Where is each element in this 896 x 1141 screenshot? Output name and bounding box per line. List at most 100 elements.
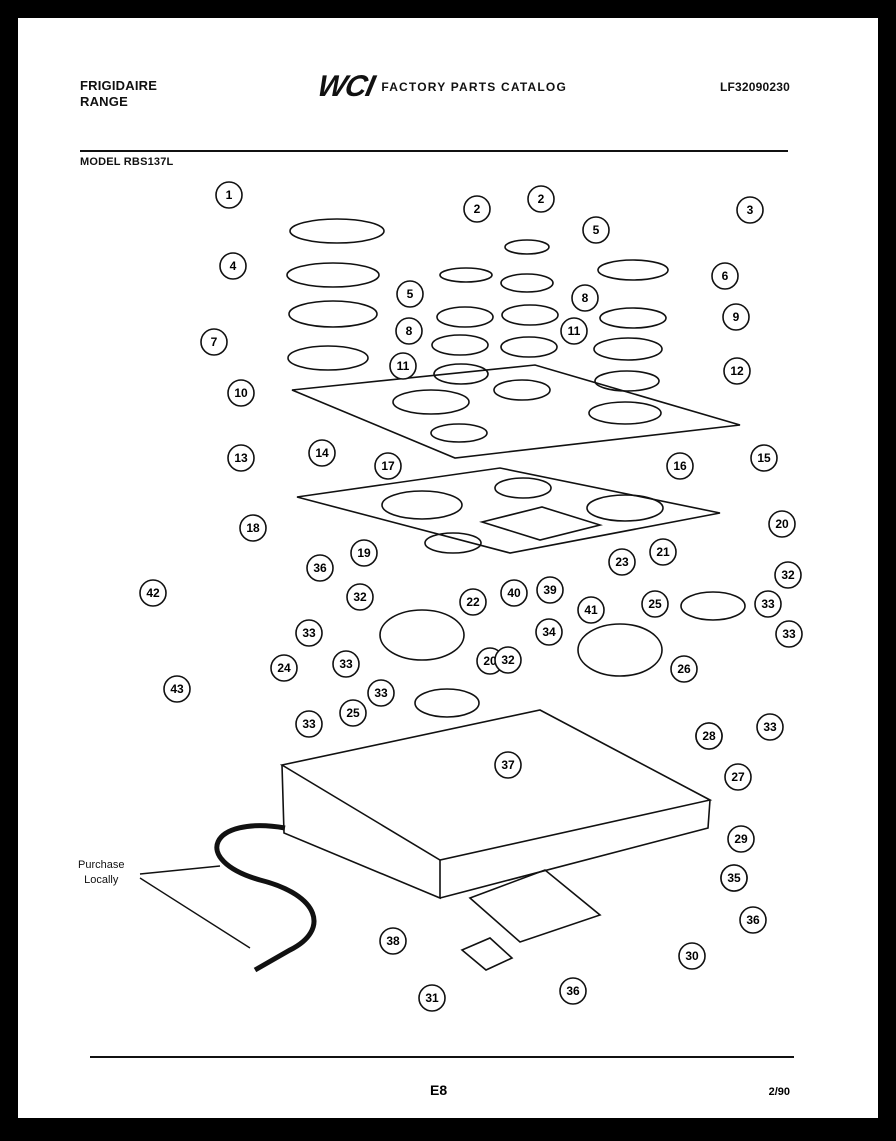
callout-number: 42	[146, 586, 160, 600]
callout-circle	[649, 538, 677, 566]
footer-rule	[90, 1056, 794, 1058]
note-leader	[139, 865, 251, 949]
callout-circle	[308, 439, 336, 467]
callout-circle	[711, 262, 739, 290]
callout-circle	[756, 713, 784, 741]
callout-number: 39	[543, 583, 557, 597]
callout-33: 33	[754, 590, 782, 618]
callout-27: 27	[724, 763, 752, 791]
callout-32: 32	[774, 561, 802, 589]
callout-29: 29	[727, 825, 755, 853]
callout-circle	[219, 252, 247, 280]
tray-opening	[424, 532, 482, 554]
cooktop-panel	[291, 364, 741, 459]
callout-number: 22	[466, 595, 480, 609]
right-element-bowl	[593, 337, 663, 361]
callout-circle	[463, 195, 491, 223]
callout-number: 20	[483, 654, 497, 668]
lower-box-front	[281, 764, 441, 900]
right-element-trim	[594, 370, 660, 392]
callout-circle	[374, 452, 402, 480]
callout-35: 35	[720, 864, 748, 892]
callout-33: 33	[367, 679, 395, 707]
brand-block: FRIGIDAIRE RANGE	[80, 78, 157, 110]
callout-circle	[379, 927, 407, 955]
callout-circle	[774, 561, 802, 589]
callout-circle	[227, 379, 255, 407]
lower-box-side	[439, 799, 711, 899]
header-rule	[80, 150, 788, 152]
large-element-bowl	[288, 300, 378, 328]
callout-circle	[560, 317, 588, 345]
tray-opening	[381, 490, 463, 520]
callout-36: 36	[306, 554, 334, 582]
callout-5: 5	[582, 216, 610, 244]
note-line2: Locally	[84, 874, 119, 886]
callout-39: 39	[536, 576, 564, 604]
callout-number: 15	[757, 451, 771, 465]
page-code: E8	[430, 1082, 448, 1098]
callout-30: 30	[678, 942, 706, 970]
callout-18: 18	[239, 514, 267, 542]
callout-33: 33	[295, 710, 323, 738]
callout-number: 16	[673, 459, 687, 473]
product-type: RANGE	[80, 94, 128, 109]
callout-circle	[727, 825, 755, 853]
callout-5: 5	[396, 280, 424, 308]
callout-15: 15	[750, 444, 778, 472]
callout-circle	[775, 620, 803, 648]
callout-6: 6	[711, 262, 739, 290]
callout-number: 36	[566, 984, 580, 998]
callout-number: 23	[615, 555, 629, 569]
callout-circle	[535, 618, 563, 646]
callout-circle	[678, 942, 706, 970]
small-element-ring-left	[436, 306, 494, 328]
burner-element	[577, 623, 663, 677]
callout-number: 32	[781, 568, 795, 582]
small-element-cap-center	[504, 239, 550, 255]
callout-40: 40	[500, 579, 528, 607]
callout-number: 33	[374, 686, 388, 700]
callout-38: 38	[379, 927, 407, 955]
callout-circle	[389, 352, 417, 380]
callout-number: 36	[313, 561, 327, 575]
callout-36: 36	[559, 977, 587, 1005]
callout-number: 5	[593, 223, 600, 237]
callout-2: 2	[527, 185, 555, 213]
callout-43: 43	[163, 675, 191, 703]
burner-element	[414, 688, 480, 718]
callout-number: 5	[407, 287, 414, 301]
callout-number: 25	[648, 597, 662, 611]
callout-34: 34	[535, 618, 563, 646]
callout-circle	[494, 751, 522, 779]
callout-circle	[641, 590, 669, 618]
callout-number: 2	[474, 202, 481, 216]
callout-circle	[500, 579, 528, 607]
purchase-locally-note: Purchase Locally	[78, 858, 124, 888]
cooktop-opening	[493, 379, 551, 401]
large-element-trim	[287, 345, 369, 371]
callout-number: 32	[353, 590, 367, 604]
callout-circle	[139, 579, 167, 607]
callout-23: 23	[608, 548, 636, 576]
power-cord	[214, 823, 317, 973]
small-element-bowl-center	[501, 304, 559, 326]
cooktop-opening	[392, 389, 470, 415]
callout-11: 11	[560, 317, 588, 345]
callout-circle	[396, 280, 424, 308]
callout-circle	[724, 763, 752, 791]
callout-number: 17	[381, 459, 395, 473]
callout-number: 27	[731, 770, 745, 784]
callout-number: 9	[733, 310, 740, 324]
callout-circle	[459, 588, 487, 616]
callout-circle	[670, 655, 698, 683]
callout-25: 25	[641, 590, 669, 618]
callout-24: 24	[270, 654, 298, 682]
callout-33: 33	[295, 619, 323, 647]
callout-circle	[736, 196, 764, 224]
callout-circle	[720, 864, 748, 892]
callout-circle	[695, 722, 723, 750]
callout-7: 7	[200, 328, 228, 356]
callout-32: 32	[494, 646, 522, 674]
